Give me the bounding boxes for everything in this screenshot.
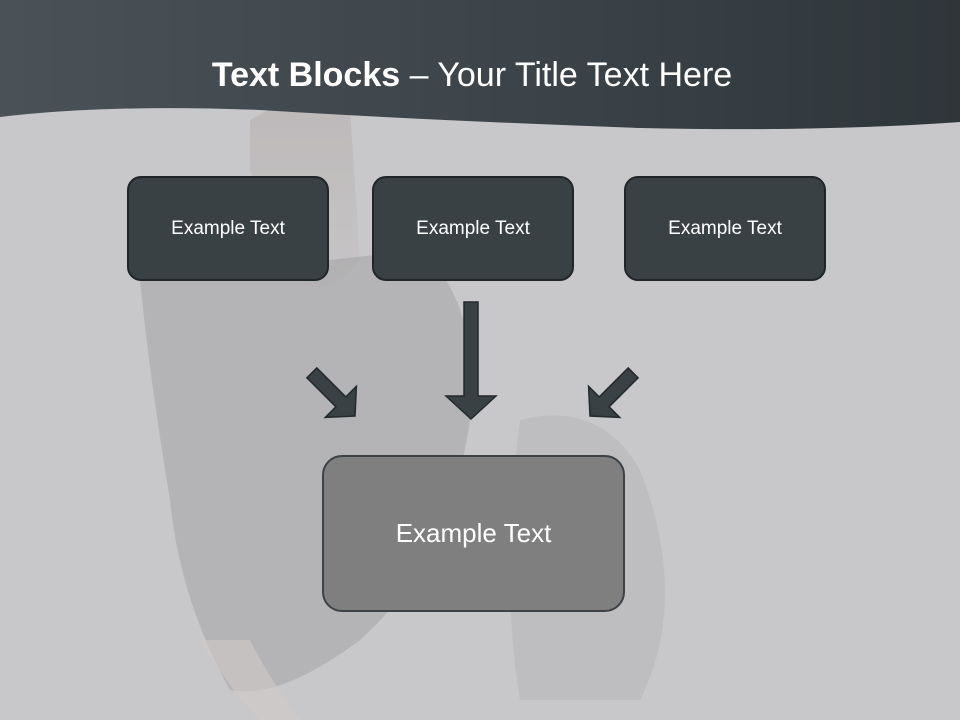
text-block-result: Example Text — [322, 455, 625, 612]
text-block-top-right: Example Text — [624, 176, 826, 281]
slide-title: Text Blocks – Your Title Text Here — [0, 52, 944, 98]
text-block-result-label: Example Text — [395, 518, 552, 548]
text-block-label: Example Text — [416, 217, 530, 239]
text-block-top-center: Example Text — [372, 176, 574, 281]
text-block-top-left: Example Text — [127, 176, 329, 281]
title-rest: – Your Title Text Here — [400, 56, 733, 94]
text-block-label: Example Text — [668, 217, 782, 239]
text-block-label: Example Text — [171, 217, 285, 239]
header-band — [0, 0, 960, 130]
title-bold: Text Blocks — [211, 56, 401, 94]
